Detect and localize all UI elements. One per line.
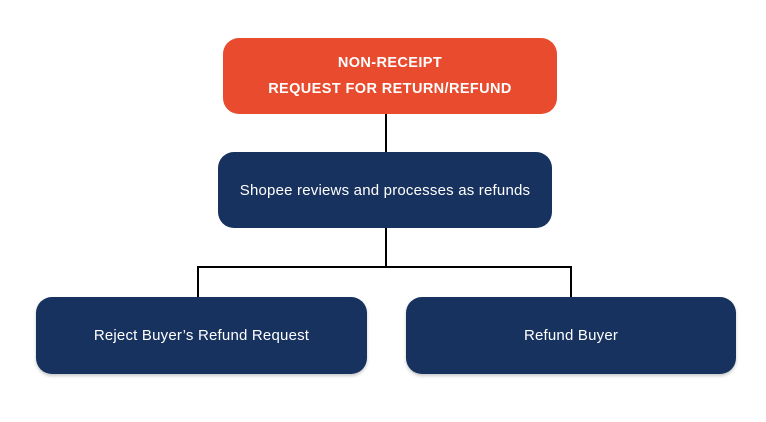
node-non-receipt-line1: NON-RECEIPT [337, 55, 443, 71]
node-refund-buyer: Refund Buyer [406, 297, 736, 374]
node-reject-refund-request-label: Reject Buyer’s Refund Request [93, 327, 310, 344]
node-shopee-reviews: Shopee reviews and processes as refunds [218, 152, 552, 228]
node-shopee-reviews-label: Shopee reviews and processes as refunds [239, 181, 531, 199]
node-non-receipt-request: NON-RECEIPT REQUEST FOR RETURN/REFUND [223, 38, 557, 114]
node-non-receipt-line2: REQUEST FOR RETURN/REFUND [268, 81, 512, 97]
node-refund-buyer-label: Refund Buyer [523, 327, 619, 344]
connector-drop-right [570, 266, 572, 297]
connector-root-to-process [385, 114, 387, 152]
connector-drop-left [197, 266, 199, 297]
connector-branch-horizontal [197, 266, 572, 268]
node-reject-refund-request: Reject Buyer’s Refund Request [36, 297, 367, 374]
connector-process-stem [385, 228, 387, 268]
